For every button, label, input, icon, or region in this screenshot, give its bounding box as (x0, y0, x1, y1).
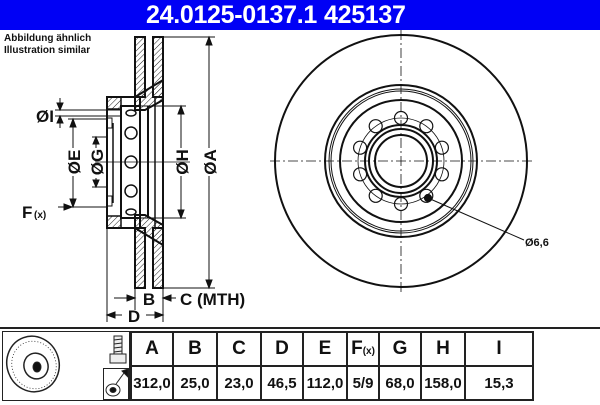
value-A: 312,0 (130, 365, 174, 401)
label-dia-A: ØA (201, 149, 220, 175)
note-line-en: Illustration similar (4, 45, 91, 56)
brake-disc-icon (6, 335, 60, 393)
technical-drawing: ØI ØE ØG ØH ØA F (x) B C (MTH) D (22, 30, 549, 326)
col-B: B (172, 331, 218, 367)
value-I: 15,3 (464, 365, 534, 401)
label-dia-H: ØH (173, 149, 192, 175)
value-D: 46,5 (260, 365, 304, 401)
value-F: 5/9 (346, 365, 380, 401)
label-dia-G: ØG (88, 149, 107, 175)
hole-callout: Ø6,6 (525, 237, 549, 249)
col-I: I (464, 331, 534, 367)
col-H: H (420, 331, 466, 367)
bolt-icon (109, 335, 127, 364)
title-bar: 24.0125-0137.1 425137 (0, 0, 600, 30)
dimension-labels: ØI ØE ØG ØH ØA F (x) B C (MTH) D (22, 107, 245, 326)
reference-number: 425137 (324, 1, 406, 29)
label-F: F (22, 203, 32, 222)
dimension-table: A B C D E F(x) G H I 312,0 25,0 23,0 46,… (130, 331, 534, 401)
label-F-sub: (x) (34, 210, 46, 221)
col-A: A (130, 331, 174, 367)
value-E: 112,0 (302, 365, 348, 401)
value-C: 23,0 (216, 365, 262, 401)
label-D: D (128, 307, 140, 326)
dimension-lines (55, 35, 215, 322)
value-H: 158,0 (420, 365, 466, 401)
side-section-view (95, 36, 190, 289)
spray-clean-icon (103, 368, 129, 400)
part-number: 24.0125-0137.1 (146, 1, 317, 29)
label-dia-E: ØE (65, 150, 84, 175)
front-view (270, 30, 532, 292)
value-B: 25,0 (172, 365, 218, 401)
value-G: 68,0 (378, 365, 422, 401)
col-F: F(x) (346, 331, 380, 367)
col-G: G (378, 331, 422, 367)
icons-cell (2, 331, 130, 401)
spec-panel: A B C D E F(x) G H I 312,0 25,0 23,0 46,… (0, 327, 600, 402)
col-D: D (260, 331, 304, 367)
col-E: E (302, 331, 348, 367)
label-dia-I: ØI (36, 107, 54, 126)
header-row: A B C D E F(x) G H I (130, 331, 534, 367)
label-B: B (143, 290, 155, 309)
illustration-note: Abbildung ähnlich Illustration similar (4, 33, 91, 57)
col-C: C (216, 331, 262, 367)
note-line-de: Abbildung ähnlich (4, 33, 92, 44)
value-row: 312,0 25,0 23,0 46,5 112,0 5/9 68,0 158,… (130, 365, 534, 401)
label-C-mth: C (MTH) (180, 290, 245, 309)
